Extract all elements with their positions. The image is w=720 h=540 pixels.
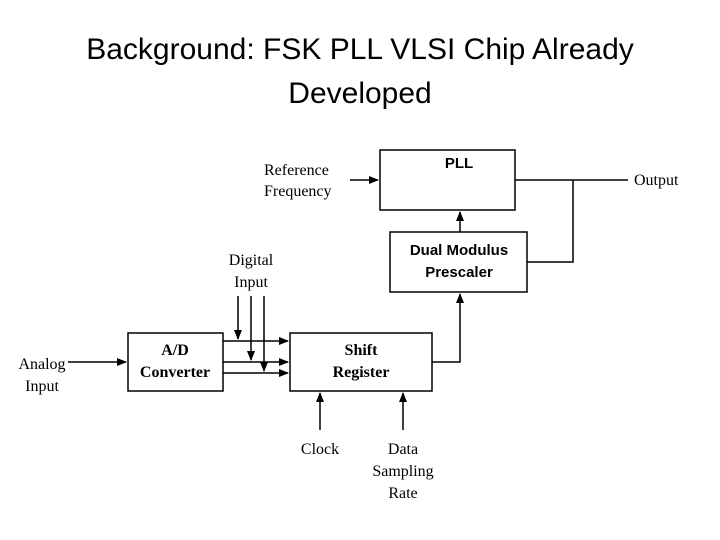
shift-register-label-line-2: Register [333,364,390,381]
digital-input-label-line-2: Input [234,274,268,291]
adc-label-line-2: Converter [140,364,210,381]
adc-label-line-1: A/D [161,342,189,359]
reference-frequency-label-line-1: Reference [264,162,329,179]
dual-modulus-prescaler-block: Dual Modulus Prescaler [389,231,528,293]
pll-block: PLL [379,149,516,211]
ad-converter-block: A/D Converter [127,332,224,392]
title-line-2: Developed [288,77,432,110]
shift-register-to-prescaler-arrow [432,293,464,363]
prescaler-label-line-2: Prescaler [425,264,493,281]
pll-to-prescaler-feedback-line [527,180,574,263]
output-label: Output [634,172,679,189]
title-line-1: Background: FSK PLL VLSI Chip Already [86,33,634,66]
analog-input-label-line-1: Analog [18,356,65,373]
data-sampling-rate-label-line-2: Sampling [372,463,433,480]
shift-register-label-line-1: Shift [345,342,379,359]
page-title: Background: FSK PLL VLSI Chip Already De… [0,28,720,116]
prescaler-label-line-1: Dual Modulus [410,242,508,259]
shift-register-block: Shift Register [289,332,433,392]
clock-label: Clock [301,441,339,458]
analog-input-label-line-2: Input [25,378,59,395]
reference-frequency-label-line-2: Frequency [264,183,332,200]
data-sampling-rate-label-line-1: Data [388,441,418,458]
data-sampling-rate-label-line-3: Rate [388,485,417,502]
pll-label: PLL [445,155,473,172]
digital-input-label-line-1: Digital [229,252,274,269]
